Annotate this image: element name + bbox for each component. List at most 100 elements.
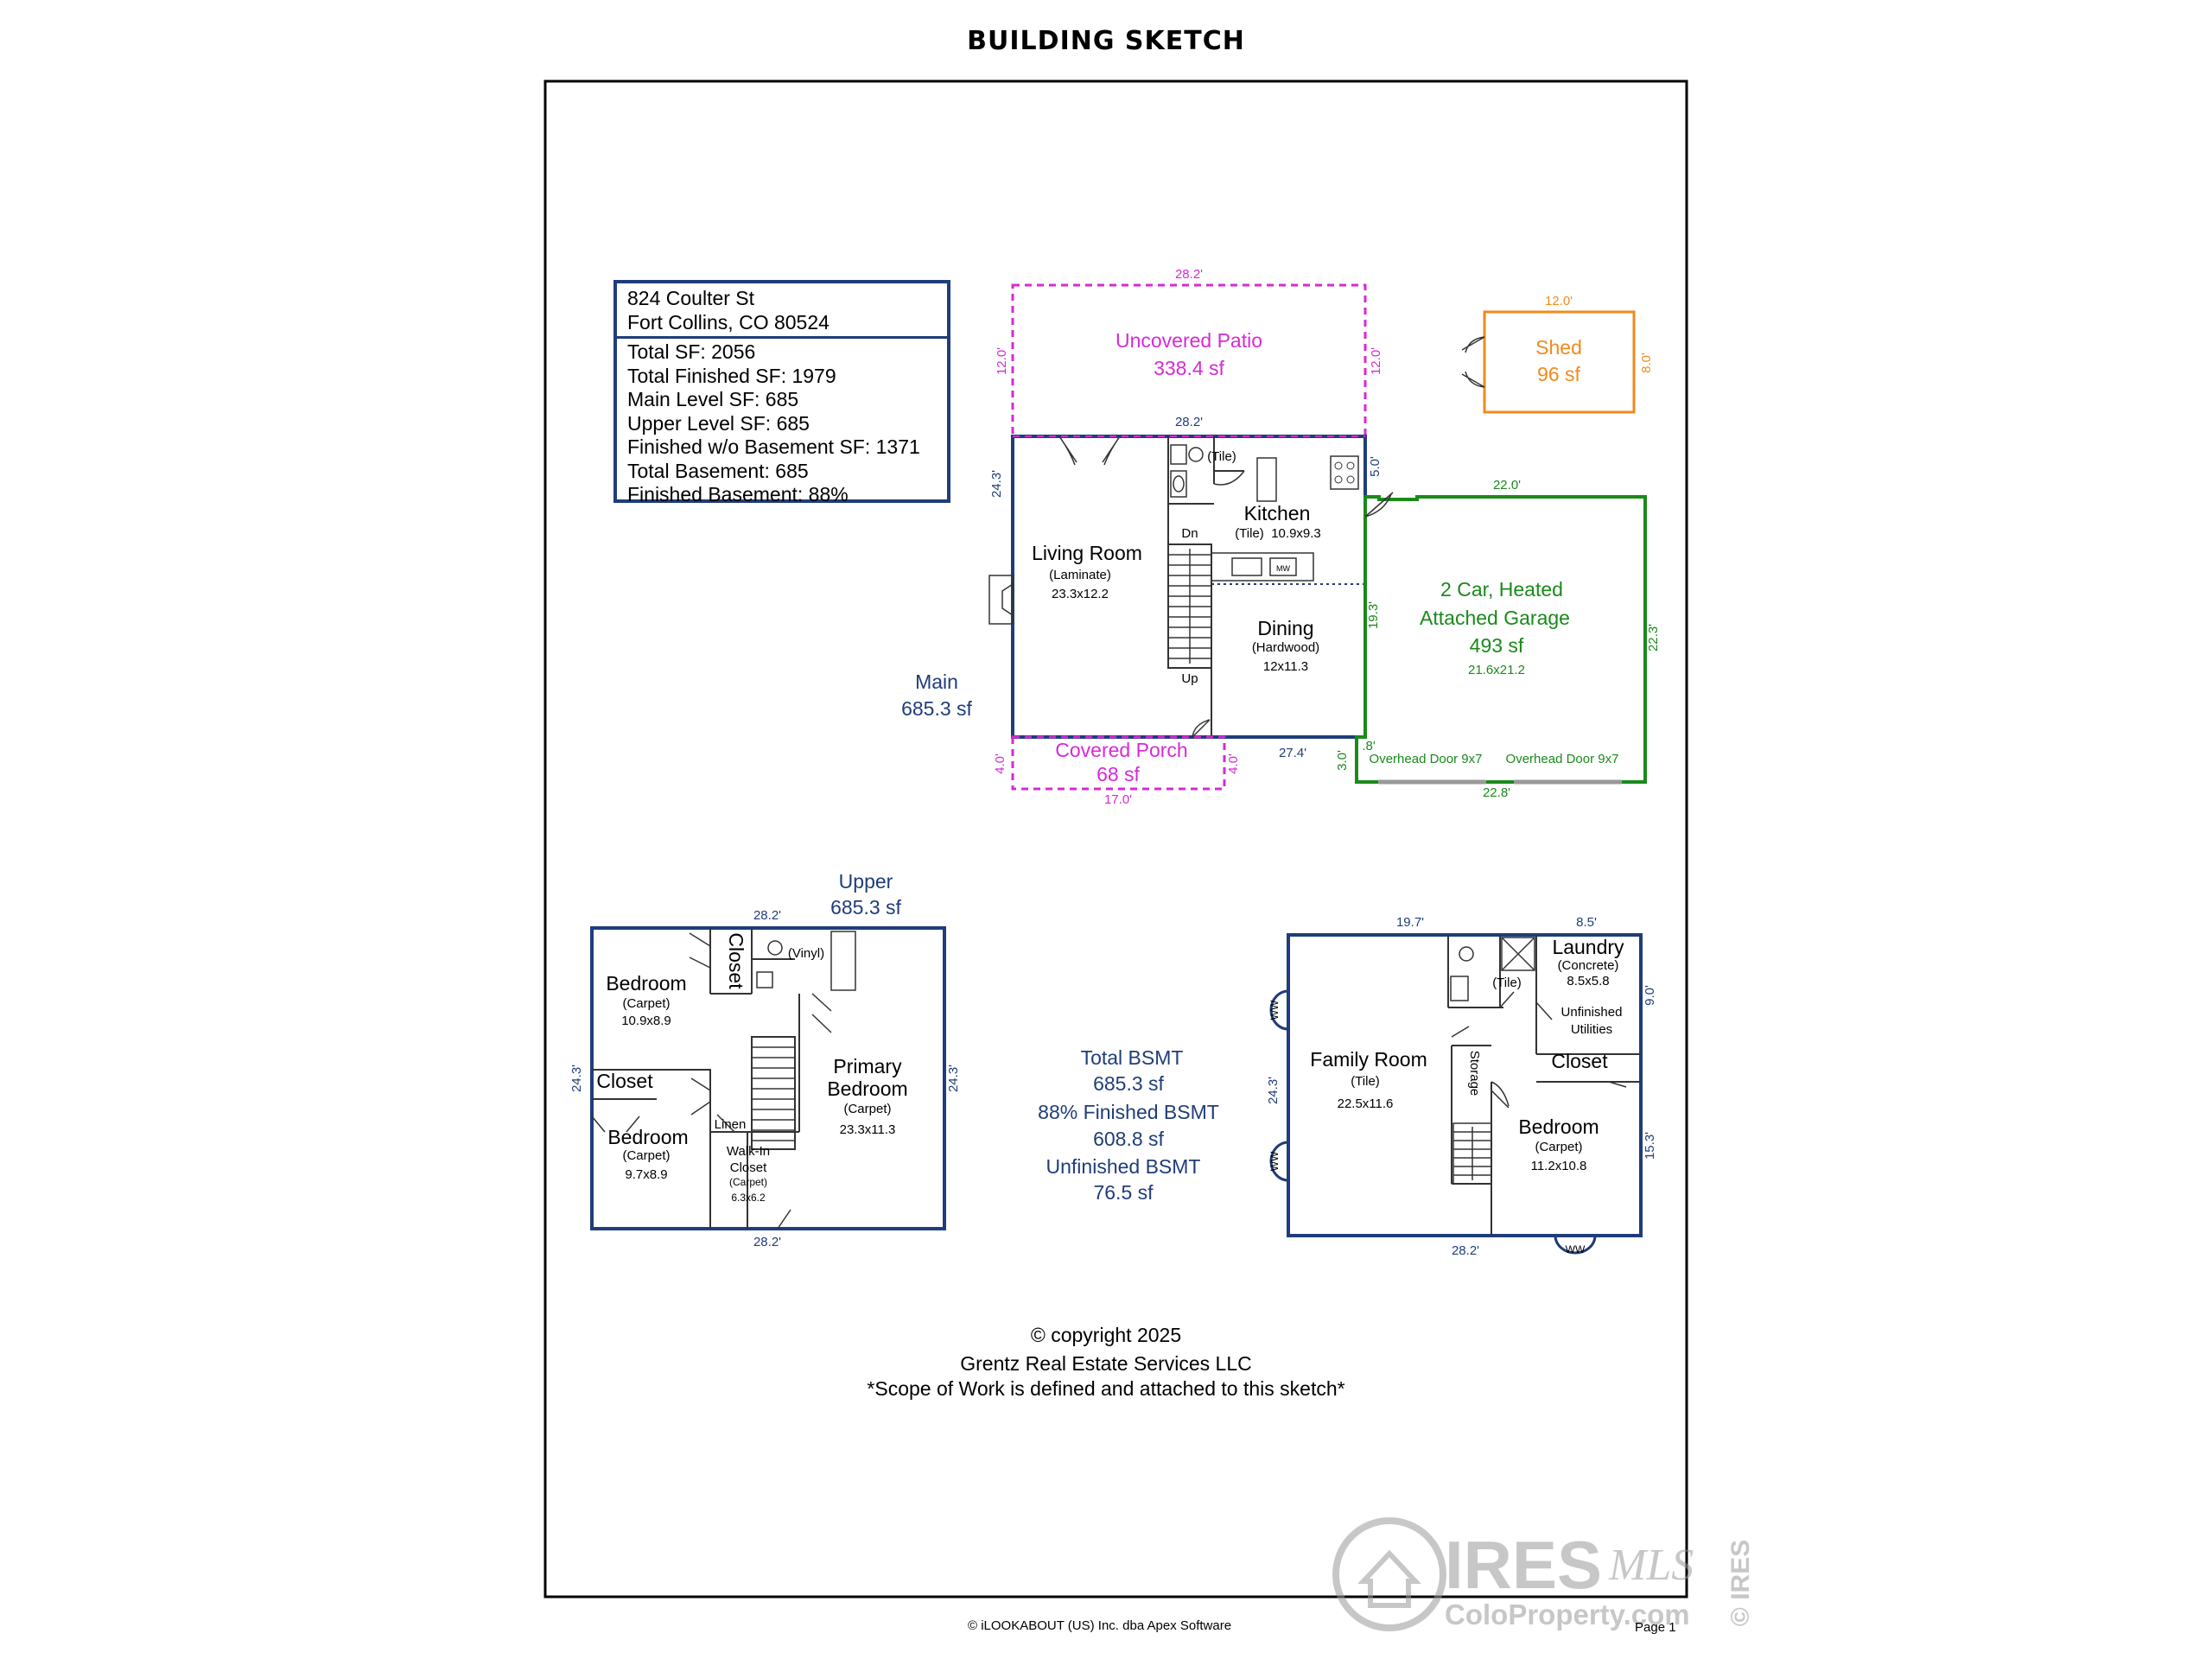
stairs-down-label: Dn <box>1181 526 1198 541</box>
basement-summary: Total BSMT 685.3 sf 88% Finished BSMT 60… <box>1038 1046 1219 1204</box>
upper-bath-floor: (Vinyl) <box>788 946 824 961</box>
family-room-floor: (Tile) <box>1351 1074 1380 1089</box>
bsmt-bath-floor: (Tile) <box>1492 976 1522 990</box>
upper-level-label: Upper <box>839 870 893 893</box>
overhead-door-1: Overhead Door 9x7 <box>1370 752 1483 766</box>
porch-depth-right-dim: 4.0' <box>1226 753 1241 774</box>
patio-depth-left-dim: 12.0' <box>995 347 1009 375</box>
footer-copyright: © copyright 2025 <box>1030 1324 1182 1346</box>
sink <box>1231 557 1262 576</box>
living-room-name: Living Room <box>1032 542 1142 564</box>
ires-watermark: IRES MLS ColoProperty.com © IRES <box>1332 1517 1755 1631</box>
primary-bedroom-name-2: Bedroom <box>827 1077 907 1100</box>
bsmt-top-dim: 19.7' <box>1396 915 1424 930</box>
garage-bottom-dim: 22.8' <box>1483 785 1510 800</box>
main-level-sf: Main Level SF: 685 <box>627 388 799 410</box>
shed-depth-dim: 8.0' <box>1639 353 1654 373</box>
patio-width-dim: 28.2' <box>1175 267 1203 282</box>
kitchen-size: 10.9x9.3 <box>1271 526 1321 541</box>
storage-label: Storage <box>1467 1051 1482 1096</box>
upper-bottom-dim: 28.2' <box>753 1235 781 1249</box>
bsmt-summary-line-5: Unfinished BSMT <box>1046 1155 1201 1178</box>
address-line-1: 824 Coulter St <box>627 287 755 309</box>
upper-bedroom-2-size: 9.7x8.9 <box>625 1167 667 1182</box>
bsmt-bedroom-name: Bedroom <box>1518 1116 1599 1138</box>
garage-small-dim-1: 3.0' <box>1335 750 1350 771</box>
kitchen-side-dim: 5.0' <box>1368 456 1382 477</box>
upper-bedroom-1-name: Bedroom <box>606 972 686 995</box>
garage-name-2: Attached Garage <box>1420 607 1570 629</box>
porch-depth-left-dim: 4.0' <box>993 753 1007 774</box>
page-frame <box>543 79 1688 1599</box>
upper-bedroom-1-size: 10.9x8.9 <box>621 1014 671 1028</box>
upper-left-dim: 24.3' <box>569 1065 584 1092</box>
basement-plan: 19.7' 8.5' 28.2' 24.3' 9.0' 15.3' <box>1266 915 1657 1258</box>
main-top-dim: 28.2' <box>1175 415 1203 429</box>
garage-entry-door <box>1364 492 1394 518</box>
shed-outline <box>1483 310 1636 414</box>
primary-bedroom-name-1: Primary <box>833 1055 902 1077</box>
garage-side-dim: 22.3' <box>1646 624 1661 652</box>
kitchen-name: Kitchen <box>1244 502 1311 524</box>
main-stair-treads <box>1168 549 1211 664</box>
unfinished-utilities-1: Unfinished <box>1561 1005 1623 1020</box>
bsmt-summary-line-3: 88% Finished BSMT <box>1038 1101 1219 1123</box>
shed-area: 96 sf <box>1537 363 1580 385</box>
patio-depth-right-dim: 12.0' <box>1369 347 1383 375</box>
unfinished-utilities-2: Utilities <box>1571 1022 1612 1037</box>
bathtub <box>830 931 856 991</box>
patio-name: Uncovered Patio <box>1116 329 1262 352</box>
range <box>1330 455 1359 490</box>
ires-logo-icon <box>1332 1517 1446 1631</box>
main-left-dim: 24.3' <box>989 470 1004 498</box>
laundry-size: 8.5x5.8 <box>1567 974 1609 988</box>
egress-window-3 <box>1554 1235 1597 1255</box>
footer-company: Grentz Real Estate Services LLC <box>960 1352 1252 1375</box>
upper-outline <box>590 926 946 1230</box>
living-room-floor: (Laminate) <box>1049 568 1111 582</box>
front-door <box>1192 719 1211 738</box>
upper-bedroom-2-floor: (Carpet) <box>622 1148 670 1163</box>
porch-width-dim: 17.0' <box>1104 792 1132 807</box>
upper-top-dim: 28.2' <box>753 908 781 923</box>
bsmt-right-dim-2: 15.3' <box>1643 1132 1657 1160</box>
bsmt-summary-line-6: 76.5 sf <box>1093 1181 1154 1204</box>
bsmt-right-dim-1: 9.0' <box>1643 985 1657 1006</box>
finished-basement: Finished Basement: 88% <box>627 483 849 505</box>
ww-label-3: WW <box>1566 1243 1586 1255</box>
garage-small-dim-2: .8' <box>1362 739 1376 753</box>
ires-vertical: © IRES <box>1726 1540 1755 1626</box>
bsmt-summary-line-2: 685.3 sf <box>1093 1072 1164 1095</box>
upper-right-dim: 24.3' <box>946 1065 961 1092</box>
garage-outline <box>1355 495 1647 784</box>
shed-width-dim: 12.0' <box>1545 294 1573 308</box>
upper-closet-1: Closet <box>725 932 747 989</box>
laundry-floor: (Concrete) <box>1558 958 1619 973</box>
upper-level-plan: Upper 685.3 sf 28.2' 28.2' 24.3' 24.3' <box>569 870 961 1249</box>
living-room-size: 23.3x12.2 <box>1052 587 1109 601</box>
ww-label-2: WW <box>1268 1151 1281 1171</box>
fireplace <box>988 575 1014 625</box>
linen-closet: Linen <box>715 1117 747 1132</box>
page-title: BUILDING SKETCH <box>967 26 1245 56</box>
ww-label-1: WW <box>1268 1000 1281 1020</box>
family-room-name: Family Room <box>1310 1048 1427 1071</box>
half-bath-tile-label: (Tile) <box>1207 449 1236 464</box>
upper-stairs <box>751 1036 796 1150</box>
upper-closet-2: Closet <box>596 1070 653 1092</box>
basement-outline <box>1287 933 1643 1237</box>
total-sf: Total SF: 2056 <box>627 340 756 363</box>
porch-name: Covered Porch <box>1055 739 1187 761</box>
ires-brand: IRES <box>1445 1527 1602 1603</box>
total-basement: Total Basement: 685 <box>627 459 809 482</box>
upper-level-area: 685.3 sf <box>830 896 901 918</box>
walk-in-closet-name-2: Closet <box>730 1160 767 1175</box>
finished-without-basement-sf: Finished w/o Basement SF: 1371 <box>627 435 920 458</box>
shed-double-door <box>1461 336 1485 388</box>
family-room-size: 22.5x11.6 <box>1338 1096 1394 1111</box>
kitchen-floor: (Tile) <box>1235 526 1264 541</box>
garage-name-1: 2 Car, Heated <box>1440 578 1563 601</box>
stairs-up-label: Up <box>1181 671 1198 686</box>
upper-bedroom-2-name: Bedroom <box>607 1126 688 1148</box>
